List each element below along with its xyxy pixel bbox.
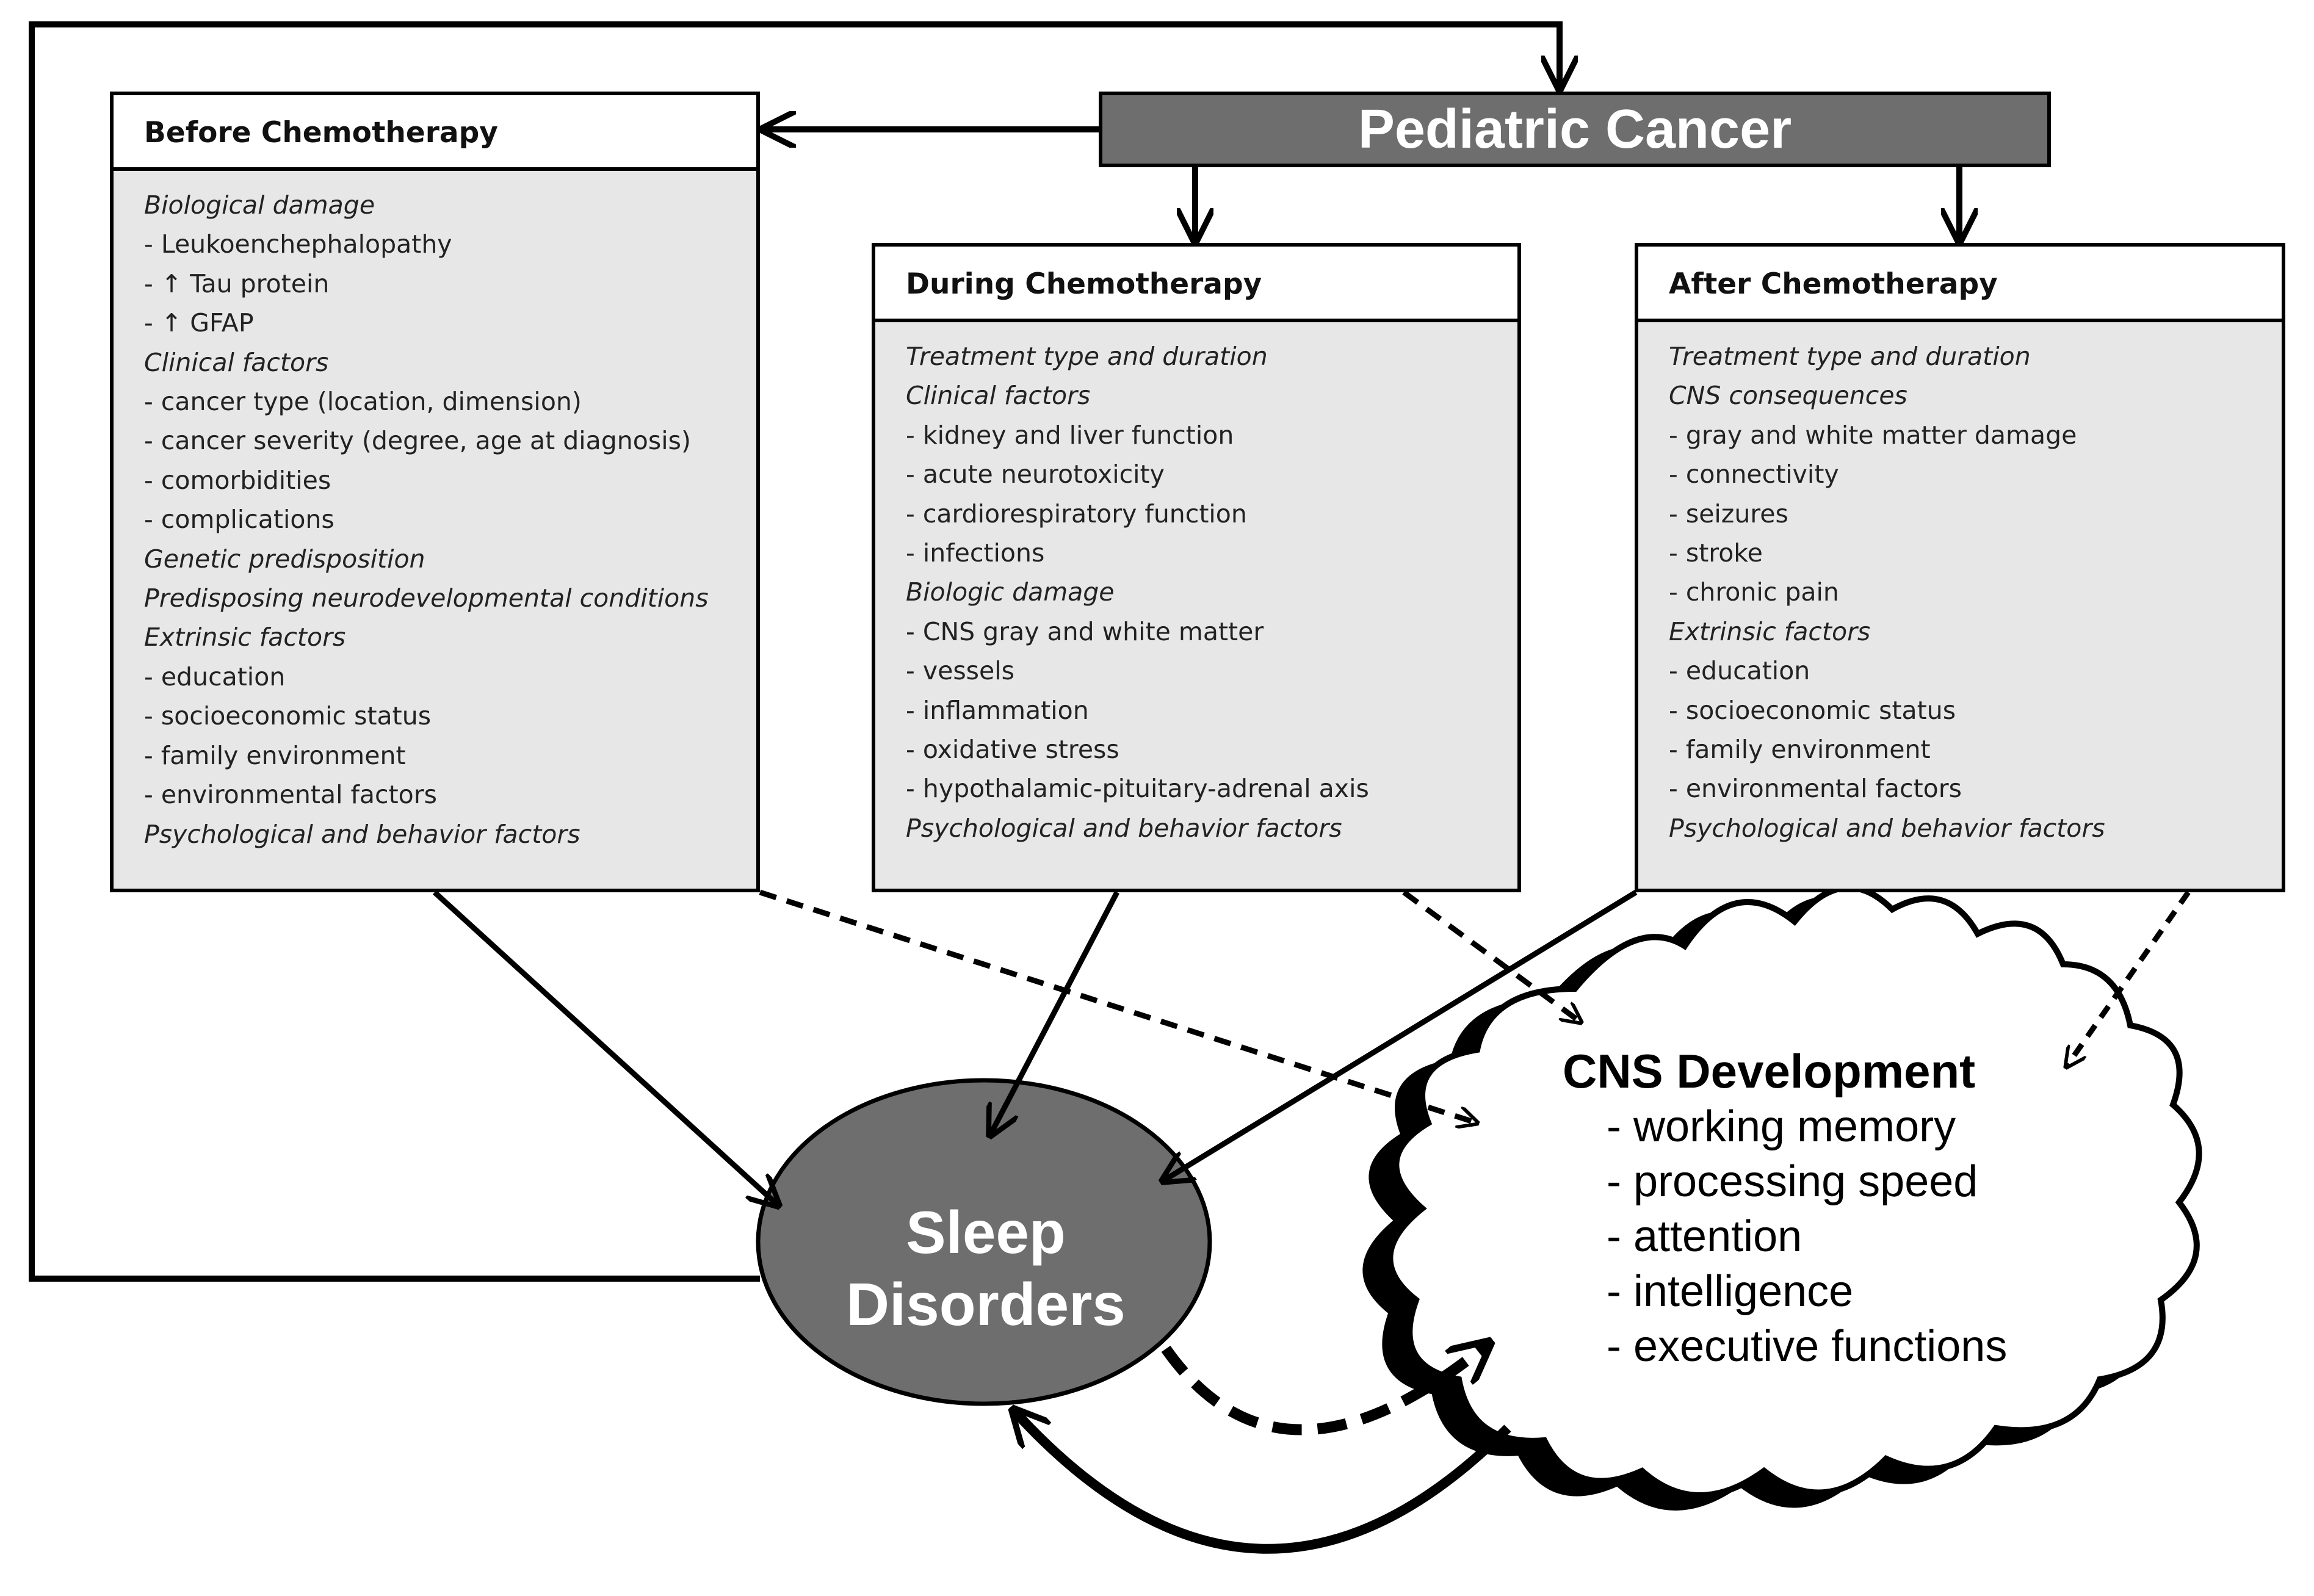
list-heading: Treatment type and duration [1669, 342, 2031, 371]
list-item: - acute neurotoxicity [906, 460, 1165, 489]
sleep-disorders-node [756, 1078, 1212, 1406]
pediatric-cancer-node: Pediatric Cancer [1099, 92, 2051, 167]
list-heading: Clinical factors [906, 381, 1091, 411]
list-item: - ↑ Tau protein [144, 269, 330, 298]
list-heading: Biological damage [144, 190, 375, 220]
list-item: - Leukoenchephalopathy [144, 229, 452, 259]
list-item: - cancer severity (degree, age at diagno… [144, 426, 691, 456]
list-item: - hypothalamic-pituitary-adrenal axis [906, 774, 1369, 804]
list-item: - socioeconomic status [1669, 695, 1956, 725]
list-item: - stroke [1669, 538, 1763, 568]
list-item: - oxidative stress [906, 735, 1119, 765]
arrow-after-to-sleep [1163, 890, 1638, 1181]
list-item: - family environment [144, 740, 406, 770]
cns-item: - attention [1607, 1212, 1802, 1261]
list-item: - environmental factors [144, 780, 437, 810]
list-heading: Biologic damage [906, 577, 1115, 607]
cns-development-list: - working memory - processing speed - at… [1563, 1099, 2007, 1374]
list-item: - education [144, 662, 286, 691]
list-heading: Treatment type and duration [906, 342, 1268, 371]
arrow-during-to-sleep [990, 890, 1119, 1135]
list-heading: Extrinsic factors [1669, 616, 1871, 646]
list-heading: Psychological and behavior factors [906, 813, 1342, 843]
list-heading: Psychological and behavior factors [144, 819, 580, 849]
list-heading: Genetic predisposition [144, 544, 425, 574]
arrow-during-to-cns [1402, 890, 1581, 1022]
list-item: - CNS gray and white matter [906, 616, 1264, 646]
cns-development-label: CNS Development - working memory - proce… [1563, 1044, 2007, 1374]
cns-item: - processing speed [1607, 1157, 1978, 1206]
arrow-cns-to-sleep-solid [1013, 1410, 1511, 1554]
arrow-sleep-to-cns-dashed [1161, 1343, 1489, 1435]
after-chemotherapy-header: After Chemotherapy [1638, 247, 2282, 322]
list-heading: Clinical factors [144, 347, 329, 377]
list-heading: Psychological and behavior factors [1669, 813, 2105, 843]
arrow-sleep-to-cancer [29, 21, 1560, 1282]
list-item: - cardiorespiratory function [906, 499, 1247, 529]
pediatric-cancer-label: Pediatric Cancer [1358, 98, 1792, 160]
before-chemotherapy-list: Biological damage - Leukoenchephalopathy -… [144, 186, 744, 854]
before-chemotherapy-box: Before Chemotherapy Biological damage - L… [110, 92, 760, 892]
list-item: - gray and white matter damage [1669, 420, 2077, 450]
list-item: - connectivity [1669, 460, 1839, 489]
arrow-before-to-cns [759, 889, 1477, 1123]
list-item: - chronic pain [1669, 577, 1839, 607]
list-item: - socioeconomic status [144, 701, 432, 731]
list-item: - cancer type (location, dimension) [144, 387, 582, 417]
arrow-before-to-sleep [432, 890, 778, 1205]
list-item: - infections [906, 538, 1045, 568]
list-heading: Predisposing neurodevelopmental conditio… [144, 583, 709, 613]
during-chemotherapy-title: During Chemotherapy [906, 267, 1262, 301]
after-chemotherapy-title: After Chemotherapy [1669, 267, 1998, 301]
list-item: - family environment [1669, 735, 1931, 765]
sleep-disorders-line-2: Disorders [846, 1271, 1126, 1338]
during-chemotherapy-header: During Chemotherapy [875, 247, 1517, 322]
cns-item: - intelligence [1607, 1267, 1854, 1316]
cns-item: - executive functions [1607, 1322, 2008, 1371]
list-heading: CNS consequences [1669, 381, 1907, 411]
cns-cloud [1387, 884, 2202, 1498]
before-chemotherapy-header: Before Chemotherapy [114, 95, 756, 171]
list-item: - seizures [1669, 499, 1788, 529]
list-item: - vessels [906, 656, 1015, 686]
cns-item: - working memory [1607, 1102, 1956, 1151]
list-item: - ↑ GFAP [144, 308, 254, 338]
sleep-disorders-line-1: Sleep [906, 1199, 1066, 1266]
after-chemotherapy-box: After Chemotherapy Treatment type and du… [1635, 243, 2285, 892]
list-item: - complications [144, 505, 334, 535]
list-item: - comorbidities [144, 465, 331, 495]
sleep-disorders-label: Sleep Disorders [757, 1196, 1215, 1340]
list-item: - kidney and liver function [906, 420, 1234, 450]
list-item: - inflammation [906, 695, 1089, 725]
list-heading: Extrinsic factors [144, 623, 346, 652]
list-item: - environmental factors [1669, 774, 1962, 804]
before-chemotherapy-title: Before Chemotherapy [144, 116, 498, 150]
during-chemotherapy-box: During Chemotherapy Treatment type and d… [872, 243, 1521, 892]
cns-development-title: CNS Development [1563, 1044, 1976, 1098]
list-item: - education [1669, 656, 1810, 686]
arrow-after-to-cns [2066, 890, 2191, 1067]
